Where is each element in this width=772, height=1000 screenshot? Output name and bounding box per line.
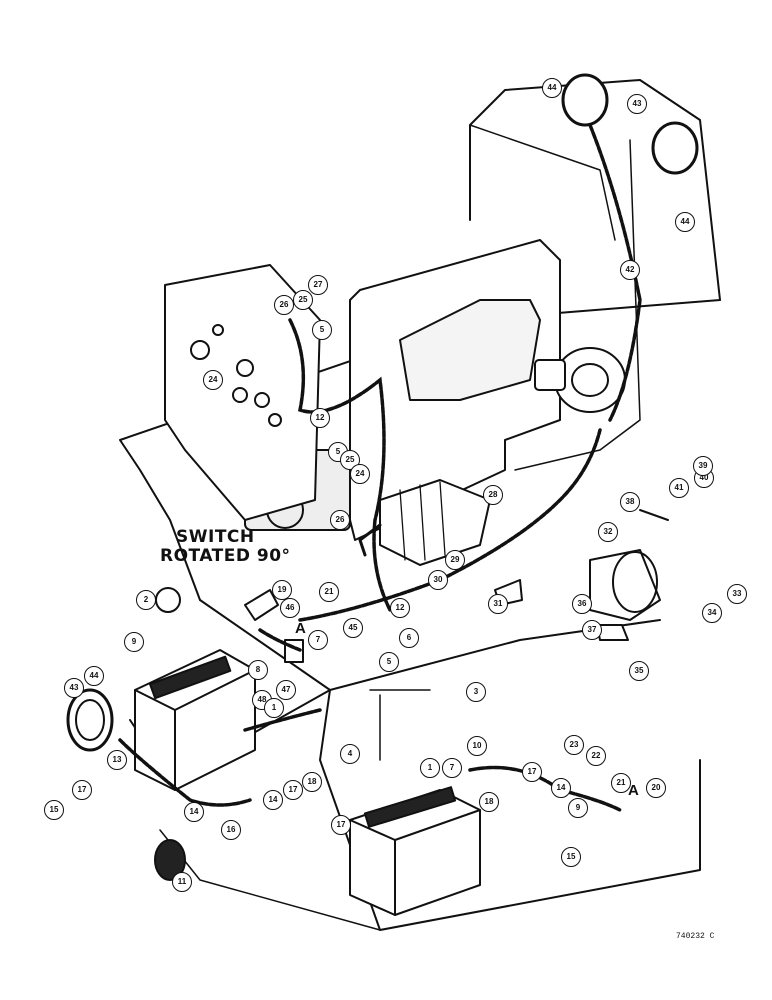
headlights <box>66 73 699 752</box>
callout-32: 32 <box>598 522 618 542</box>
callout-8: 8 <box>248 660 268 680</box>
callout-46: 46 <box>280 598 300 618</box>
callout-31: 31 <box>488 594 508 614</box>
battery-left <box>134 649 256 791</box>
alternator-assembly <box>589 509 669 641</box>
callout-1: 1 <box>264 698 284 718</box>
callout-44: 44 <box>675 212 695 232</box>
callout-35: 35 <box>629 661 649 681</box>
callout-15: 15 <box>44 800 64 820</box>
figure-number: 740232 C <box>676 932 715 941</box>
callout-14: 14 <box>551 778 571 798</box>
reference-mark-a: A <box>295 620 306 637</box>
callout-47: 47 <box>276 680 296 700</box>
caption-rotated: ROTATED 90° <box>160 546 291 566</box>
callout-41: 41 <box>669 478 689 498</box>
callout-43: 43 <box>627 94 647 114</box>
callout-25: 25 <box>293 290 313 310</box>
callout-14: 14 <box>184 802 204 822</box>
callout-37: 37 <box>582 620 602 640</box>
callout-9: 9 <box>124 632 144 652</box>
callout-38: 38 <box>620 492 640 512</box>
callout-44: 44 <box>84 666 104 686</box>
callout-15: 15 <box>561 847 581 867</box>
callout-10: 10 <box>467 736 487 756</box>
callout-39: 39 <box>693 456 713 476</box>
callout-17: 17 <box>72 780 92 800</box>
reference-mark-a: A <box>628 782 639 799</box>
callout-30: 30 <box>428 570 448 590</box>
callout-34: 34 <box>702 603 722 623</box>
callout-42: 42 <box>620 260 640 280</box>
cable-battery <box>118 628 622 812</box>
instrument-panel <box>164 264 321 521</box>
callout-7: 7 <box>308 630 328 650</box>
starter-motor <box>358 479 491 566</box>
callout-7: 7 <box>442 758 462 778</box>
callout-24: 24 <box>350 464 370 484</box>
callout-16: 16 <box>221 820 241 840</box>
callout-4: 4 <box>340 744 360 764</box>
callout-3: 3 <box>466 682 486 702</box>
callout-29: 29 <box>445 550 465 570</box>
callout-23: 23 <box>564 735 584 755</box>
callout-14: 14 <box>263 790 283 810</box>
callout-17: 17 <box>522 762 542 782</box>
harness-lights <box>588 123 642 422</box>
callout-44: 44 <box>542 78 562 98</box>
callout-12: 12 <box>310 408 330 428</box>
callout-21: 21 <box>611 773 631 793</box>
callout-43: 43 <box>64 678 84 698</box>
caption-switch: SWITCH <box>176 527 255 547</box>
callout-1: 1 <box>420 758 440 778</box>
callout-6: 6 <box>399 628 419 648</box>
callout-24: 24 <box>203 370 223 390</box>
callout-27: 27 <box>308 275 328 295</box>
callout-17: 17 <box>283 780 303 800</box>
callout-21: 21 <box>319 582 339 602</box>
callout-19: 19 <box>272 580 292 600</box>
callout-45: 45 <box>343 618 363 638</box>
callout-22: 22 <box>586 746 606 766</box>
callout-5: 5 <box>379 652 399 672</box>
callout-28: 28 <box>483 485 503 505</box>
callout-17: 17 <box>331 815 351 835</box>
callout-20: 20 <box>646 778 666 798</box>
callout-2: 2 <box>136 590 156 610</box>
callout-26: 26 <box>330 510 350 530</box>
callout-5: 5 <box>312 320 332 340</box>
callout-33: 33 <box>727 584 747 604</box>
callout-12: 12 <box>390 598 410 618</box>
callout-9: 9 <box>568 798 588 818</box>
callout-18: 18 <box>479 792 499 812</box>
harness-main <box>288 318 392 612</box>
battery-right <box>349 786 481 916</box>
callout-26: 26 <box>274 295 294 315</box>
callout-18: 18 <box>302 772 322 792</box>
callout-36: 36 <box>572 594 592 614</box>
harness-starter <box>298 428 602 622</box>
callout-13: 13 <box>107 750 127 770</box>
callout-11: 11 <box>172 872 192 892</box>
